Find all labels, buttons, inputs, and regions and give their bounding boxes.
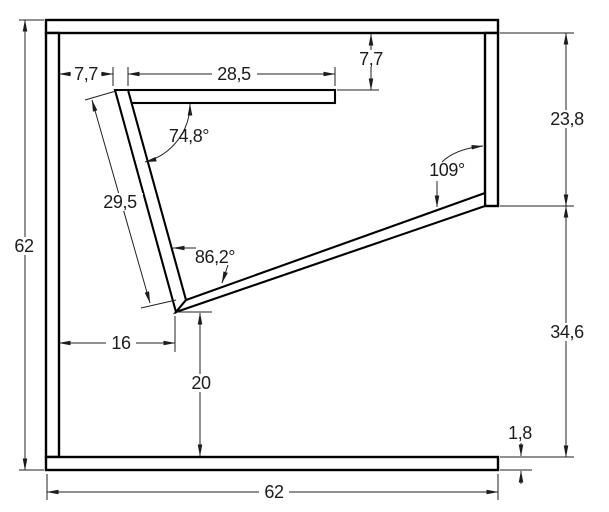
angle-label-wall-to-deflector: 109°: [429, 160, 465, 180]
dim-vertex-from-wall: 16: [58, 316, 176, 353]
dim-opening-height: 34,6: [500, 205, 590, 458]
right-wall: [483, 31, 500, 208]
dim-label-shelf-length: 28,5: [217, 64, 251, 84]
angle-shelf-to-panel: 74,8°: [144, 103, 210, 163]
left-wall: [44, 31, 61, 459]
dim-vertex-height: 20: [177, 311, 215, 457]
internal-panels: [113, 88, 487, 315]
angle-wall-to-deflector: 109°: [429, 144, 484, 208]
dim-label-wall-thickness: 1,8: [508, 423, 532, 443]
dim-label-width-total: 62: [264, 482, 284, 502]
dim-panel-top-offset: 7,7: [58, 64, 114, 86]
top-wall: [44, 18, 500, 35]
dim-panel-length: 29,5: [84, 90, 177, 309]
dim-label-vertex-height: 20: [191, 373, 211, 393]
dim-width-total: 62: [46, 474, 499, 502]
dim-label-shelf-top-gap: 7,7: [359, 49, 383, 69]
dim-label-right-wall-length: 23,8: [550, 109, 584, 129]
dim-label-height-total: 62: [14, 236, 34, 256]
dim-label-panel-length: 29,5: [103, 192, 137, 212]
dim-wall-thickness: 1,8: [500, 423, 533, 484]
dim-shelf-length: 28,5: [127, 64, 336, 86]
dim-right-wall-length: 23,8: [500, 32, 590, 207]
dim-shelf-top-gap: 7,7: [337, 33, 386, 91]
dim-label-opening-height: 34,6: [550, 322, 584, 342]
deflector-panel: [172, 191, 487, 315]
dim-label-panel-top-offset: 7,7: [74, 64, 98, 84]
angle-vertex: 86,2°: [172, 245, 236, 284]
bottom-wall: [44, 455, 500, 472]
angle-label-shelf-to-panel: 74,8°: [169, 126, 209, 146]
shelf-panel: [126, 88, 337, 105]
enclosure-walls: [44, 18, 500, 472]
dim-height-total: 62: [11, 19, 44, 471]
angle-label-vertex: 86,2°: [195, 247, 235, 267]
dim-label-vertex-from-wall: 16: [111, 333, 131, 353]
